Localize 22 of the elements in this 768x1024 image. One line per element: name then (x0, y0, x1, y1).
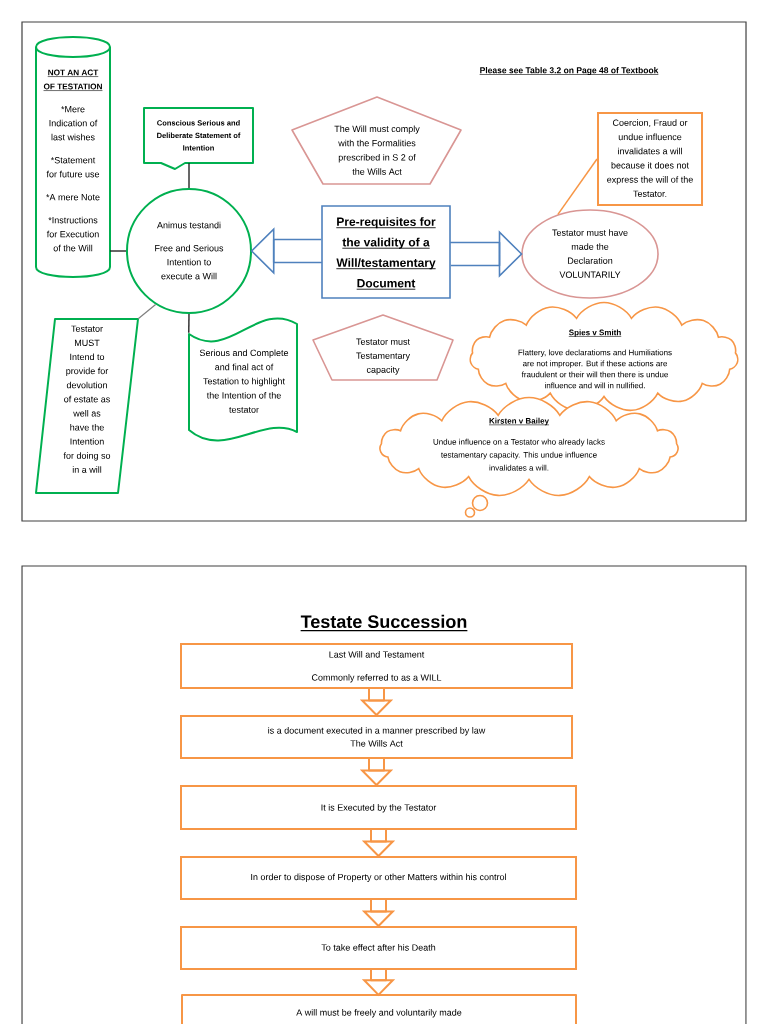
parallelogram: Testator MUST Intend to provide for devolution of estate as well as have the Intention for doing so in a will (35, 318, 139, 494)
title: Testate Succession (300, 614, 468, 632)
pentagon: The Will must comply with the Formalities prescribed in S 2 of the Wills Act (291, 96, 462, 185)
process-box: is a document executed in a manner prescribed by law The Wills Act (180, 715, 573, 759)
thought-cloud: Spies v Smith Flattery, love declaratioms and Humiliations are not improper. But if these actions are fraudulent or their will then there is undue influence and will in nullified. (469, 301, 739, 412)
process-box: It is Executed by the Testator (180, 785, 577, 830)
process-box: Last Will and Testament Commonly referred to as a WILL (180, 643, 573, 689)
process-box: In order to dispose of Property or other Matters within his control (180, 856, 577, 900)
process-box: To take effect after his Death (180, 926, 577, 970)
connector-line (137, 303, 157, 320)
process-box: A will must be freely and voluntarily made (181, 994, 577, 1024)
cylinder: NOT AN ACT OF TESTATION *Mere Indication of last wishes *Statement for future use *A mere Note *Instructions for Execution of the Will (35, 36, 111, 278)
connector-line (557, 158, 598, 216)
topic-box: Pre-requisites for the validity of a Will/testamentary Document (321, 205, 451, 299)
wave-banner: Serious and Complete and final act of Testation to highlight the Intention of the testator (188, 317, 298, 442)
connector-line (188, 162, 190, 189)
pentagon: Testator must Testamentary capacity (312, 314, 454, 381)
note-box: Coercion, Fraud or undue influence invalidates a will because it does not express the will of the Testator. (597, 112, 703, 206)
reference-note: Please see Table 3.2 on Page 48 of Textbook (479, 67, 659, 75)
connector-line (188, 313, 190, 334)
thought-cloud: Kirsten v Bailey Undue influence on a Testator who already lacks testamentary capacity. This undue influence invalidates a will. (379, 396, 679, 518)
connector-line (109, 250, 127, 252)
